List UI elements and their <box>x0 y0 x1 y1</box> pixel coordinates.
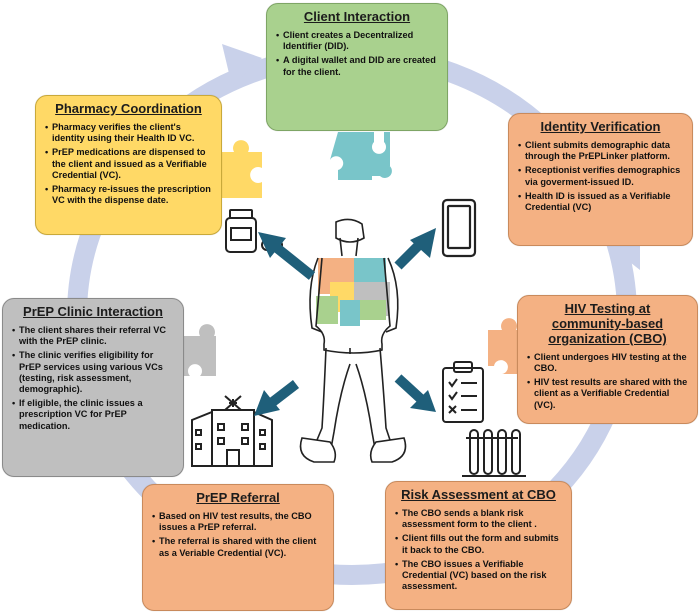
list-item: A digital wallet and DID are created for… <box>276 55 438 77</box>
list-item: PrEP medications are dispensed to the cl… <box>45 147 212 181</box>
prep-referral-list: Based on HIV test results, the CBO issue… <box>152 511 324 559</box>
list-item: The CBO sends a blank risk assessment fo… <box>395 508 562 530</box>
prep-clinic-list: The client shares their referral VC with… <box>12 325 174 432</box>
risk-assessment-title: Risk Assessment at CBO <box>401 487 556 502</box>
list-item: HIV test results are shared with the cli… <box>527 377 688 411</box>
list-item: Client undergoes HIV testing at the CBO. <box>527 352 688 374</box>
list-item: The CBO issues a Verifiable Credential (… <box>395 559 562 593</box>
prep-clinic-title: PrEP Clinic Interaction <box>23 304 163 319</box>
list-item: Pharmacy verifies the client's identity … <box>45 122 212 144</box>
pharmacy-coordination-list: Pharmacy verifies the client's identity … <box>45 122 212 207</box>
list-item: Based on HIV test results, the CBO issue… <box>152 511 324 533</box>
prep-referral-box: PrEP Referral Based on HIV test results,… <box>142 484 334 611</box>
list-item: If eligible, the clinic issues a prescri… <box>12 398 174 432</box>
identity-verification-box: Identity Verification Client submits dem… <box>508 113 693 246</box>
list-item: Pharmacy re-issues the prescription VC w… <box>45 184 212 206</box>
prep-clinic-box: PrEP Clinic Interaction The client share… <box>2 298 184 477</box>
list-item: Client creates a Decentralized Identifie… <box>276 30 438 52</box>
prep-referral-title: PrEP Referral <box>196 490 280 505</box>
identity-verification-list: Client submits demographic data through … <box>518 140 683 213</box>
hiv-testing-box: HIV Testing at community-based organizat… <box>517 295 698 424</box>
cycle-arrowhead-top <box>222 44 262 86</box>
list-item: Client submits demographic data through … <box>518 140 683 162</box>
pharmacy-coordination-box: Pharmacy Coordination Pharmacy verifies … <box>35 95 222 235</box>
hiv-testing-list: Client undergoes HIV testing at the CBO.… <box>527 352 688 411</box>
client-interaction-list: Client creates a Decentralized Identifie… <box>276 30 438 78</box>
list-item: The clinic verifies eligibility for PrEP… <box>12 350 174 395</box>
list-item: Health ID is issued as a Verifiable Cred… <box>518 191 683 213</box>
pharmacy-coordination-title: Pharmacy Coordination <box>55 101 202 116</box>
risk-assessment-box: Risk Assessment at CBO The CBO sends a b… <box>385 481 572 610</box>
identity-verification-title: Identity Verification <box>540 119 661 134</box>
list-item: The client shares their referral VC with… <box>12 325 174 347</box>
client-interaction-title: Client Interaction <box>303 9 411 24</box>
list-item: Receptionist verifies demographics via g… <box>518 165 683 187</box>
list-item: The referral is shared with the client a… <box>152 536 324 558</box>
list-item: Client fills out the form and submits it… <box>395 533 562 555</box>
hiv-testing-title: HIV Testing at community-based organizat… <box>548 301 667 346</box>
client-interaction-box: Client Interaction Client creates a Dece… <box>266 3 448 131</box>
risk-assessment-list: The CBO sends a blank risk assessment fo… <box>395 508 562 593</box>
